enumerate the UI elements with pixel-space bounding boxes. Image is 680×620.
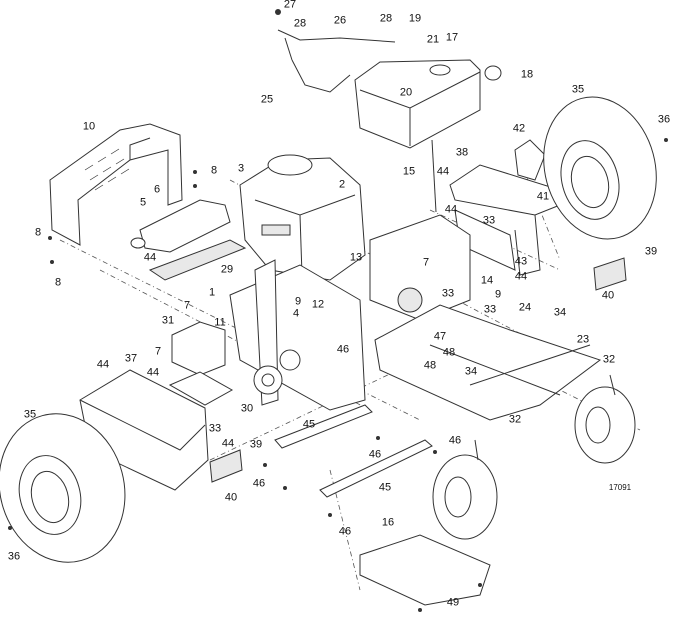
- callout: 14: [480, 274, 494, 287]
- callout: 40: [601, 289, 615, 302]
- callout: 8: [54, 276, 62, 289]
- callout: 46: [368, 448, 382, 461]
- callout: 26: [333, 14, 347, 27]
- callout: 4: [292, 307, 300, 320]
- callout: 34: [553, 306, 567, 319]
- callout: 35: [23, 408, 37, 421]
- callout: 44: [436, 165, 450, 178]
- callout: 36: [657, 113, 671, 126]
- figure-number: 17091: [608, 483, 632, 492]
- callout: 48: [442, 346, 456, 359]
- callout: 18: [520, 68, 534, 81]
- callout: 7: [422, 256, 430, 269]
- front-caster-left: [432, 439, 498, 540]
- callout: 33: [483, 303, 497, 316]
- callout: 1: [208, 286, 216, 299]
- fuel-tank: [277, 29, 502, 149]
- callout: 35: [571, 83, 585, 96]
- callout: 19: [408, 12, 422, 25]
- callout: 12: [311, 298, 325, 311]
- callout: 24: [518, 301, 532, 314]
- battery: [168, 321, 234, 406]
- callout: 33: [441, 287, 455, 300]
- callout: 8: [34, 226, 42, 239]
- callout: 28: [293, 17, 307, 30]
- callout: 7: [154, 345, 162, 358]
- callout: 32: [508, 413, 522, 426]
- callout: 45: [378, 481, 392, 494]
- callout: 29: [220, 263, 234, 276]
- callout: 38: [455, 146, 469, 159]
- callout: 15: [402, 165, 416, 178]
- callout: 44: [146, 366, 160, 379]
- engine: [239, 154, 366, 281]
- callout: 49: [446, 596, 460, 609]
- callout: 44: [143, 251, 157, 264]
- callout: 9: [494, 288, 502, 301]
- callout: 9: [294, 295, 302, 308]
- callout: 20: [399, 86, 413, 99]
- callout: 28: [379, 12, 393, 25]
- callout: 33: [482, 214, 496, 227]
- callout: 23: [576, 333, 590, 346]
- callout: 47: [433, 330, 447, 343]
- callout: 42: [512, 122, 526, 135]
- callout: 7: [183, 299, 191, 312]
- callout: 10: [82, 120, 96, 133]
- rear-right-tire: [543, 96, 657, 240]
- callout: 44: [96, 358, 110, 371]
- callout: 31: [161, 314, 175, 327]
- callout: 25: [260, 93, 274, 106]
- main-frame: [229, 214, 602, 421]
- callout: 39: [644, 245, 658, 258]
- callout: 39: [249, 438, 263, 451]
- support-rails: [274, 404, 433, 498]
- callout: 32: [602, 353, 616, 366]
- floor-pan: [359, 534, 491, 606]
- callout: 46: [338, 525, 352, 538]
- callout: 44: [514, 270, 528, 283]
- callout: 33: [208, 422, 222, 435]
- callout: 16: [381, 516, 395, 529]
- callout: 40: [224, 491, 238, 504]
- left-step-pad: [209, 449, 243, 483]
- callout: 6: [153, 183, 161, 196]
- fuel-cap: [484, 65, 502, 81]
- right-fender: [431, 139, 561, 276]
- callout: 36: [7, 550, 21, 563]
- callout: 34: [464, 365, 478, 378]
- front-caster-right: [574, 374, 636, 464]
- right-step-pad: [593, 257, 627, 291]
- callout: 5: [139, 196, 147, 209]
- callout: 27: [283, 0, 297, 11]
- callout: 41: [536, 190, 550, 203]
- callout: 21: [426, 33, 440, 46]
- callout: 46: [252, 477, 266, 490]
- callout: 46: [336, 343, 350, 356]
- callout: 44: [444, 203, 458, 216]
- callout: 3: [237, 162, 245, 175]
- callout: 30: [240, 402, 254, 415]
- callout: 17: [445, 31, 459, 44]
- muffler: [130, 199, 247, 281]
- callout: 44: [221, 437, 235, 450]
- callout: 11: [214, 316, 226, 329]
- rear-left-tire: [0, 413, 126, 563]
- callout: 8: [210, 164, 218, 177]
- callout: 13: [349, 251, 363, 264]
- callout: 43: [514, 255, 528, 268]
- hardware-fasteners: [8, 9, 668, 612]
- callout: 2: [338, 178, 346, 191]
- callout: 37: [124, 352, 138, 365]
- callout: 46: [448, 434, 462, 447]
- rear-hitch-plate: [49, 123, 183, 246]
- callout: 48: [423, 359, 437, 372]
- callout: 45: [302, 418, 316, 431]
